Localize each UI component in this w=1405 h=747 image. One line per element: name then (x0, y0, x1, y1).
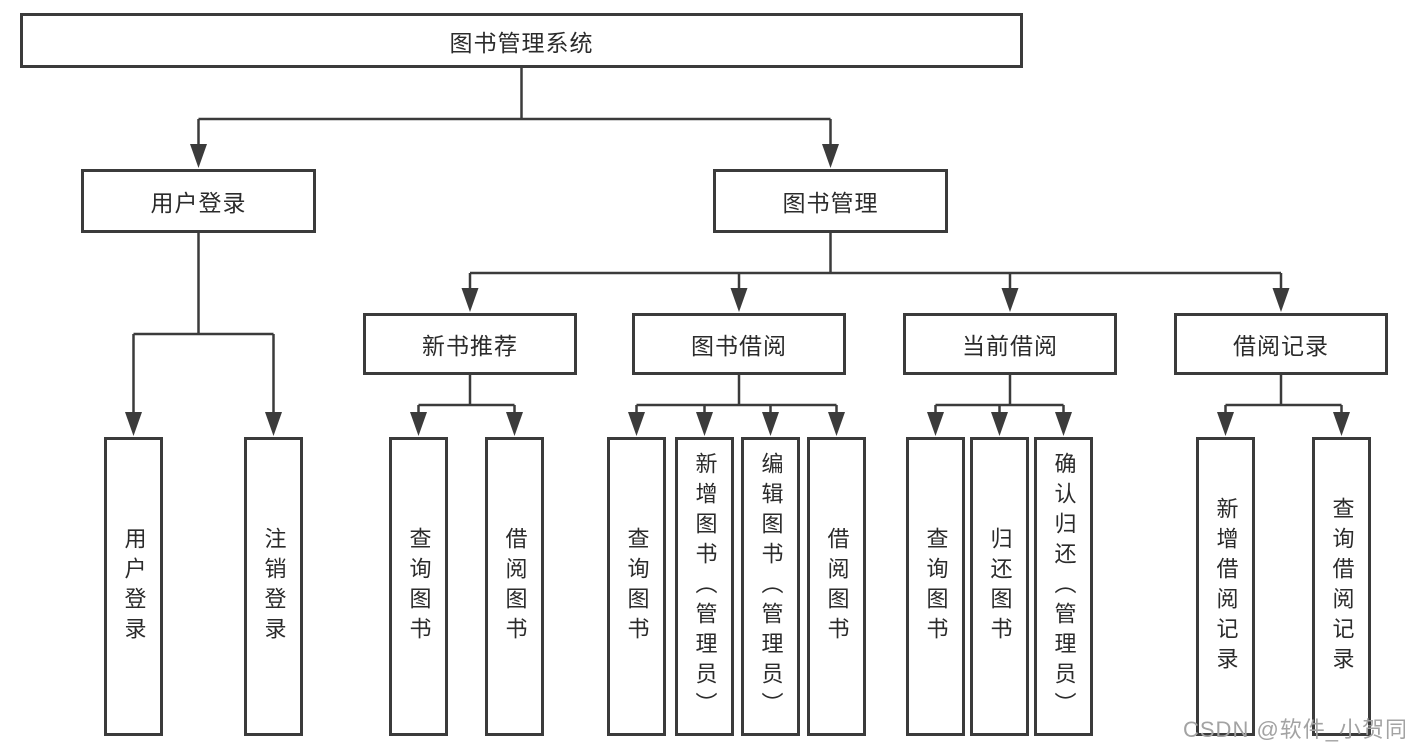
arrowhead-icon (190, 144, 207, 168)
node-borrow-records-label: 借阅记录 (1233, 333, 1329, 359)
arrowhead-icon (506, 412, 523, 436)
leaf-current-query-books-label: 查询图书 (923, 526, 949, 647)
leaf-logout: 注销登录 (244, 437, 303, 736)
leaf-recommend-borrow-books-label: 借阅图书 (502, 526, 528, 647)
leaf-add-borrow-record: 新增借阅记录 (1196, 437, 1255, 736)
node-new-book-recommend: 新书推荐 (363, 313, 577, 375)
leaf-logout-label: 注销登录 (261, 526, 287, 647)
leaf-borrow-query-books: 查询图书 (607, 437, 666, 736)
leaf-borrow-borrow-books: 借阅图书 (807, 437, 866, 736)
arrowhead-icon (410, 412, 427, 436)
arrowhead-icon (822, 144, 839, 168)
leaf-edit-books-admin-label: 编辑图书（管理员） (758, 451, 784, 722)
leaf-edit-books-admin: 编辑图书（管理员） (741, 437, 800, 736)
arrowhead-icon (991, 412, 1008, 436)
leaf-query-borrow-record: 查询借阅记录 (1312, 437, 1371, 736)
leaf-recommend-query-books-label: 查询图书 (406, 526, 432, 647)
arrowhead-icon (1272, 288, 1290, 312)
arrowhead-icon (461, 288, 479, 312)
node-book-management: 图书管理 (713, 169, 948, 233)
arrowhead-icon (1217, 412, 1234, 436)
node-library-system-root: 图书管理系统 (20, 13, 1023, 68)
leaf-borrow-query-books-label: 查询图书 (624, 526, 650, 647)
arrowhead-icon (265, 412, 282, 436)
arrowhead-icon (927, 412, 944, 436)
arrowhead-icon (1001, 288, 1019, 312)
node-book-borrow-label: 图书借阅 (691, 333, 787, 359)
node-book-management-label: 图书管理 (782, 190, 879, 216)
leaf-confirm-return-admin: 确认归还（管理员） (1034, 437, 1093, 736)
leaf-add-books-admin: 新增图书（管理员） (675, 437, 734, 736)
leaf-confirm-return-admin-label: 确认归还（管理员） (1051, 451, 1077, 722)
node-user-login: 用户登录 (81, 169, 316, 233)
node-current-borrow-label: 当前借阅 (962, 333, 1058, 359)
arrowhead-icon (828, 412, 845, 436)
leaf-return-books-label: 归还图书 (987, 526, 1013, 647)
arrowhead-icon (1055, 412, 1072, 436)
node-current-borrow: 当前借阅 (903, 313, 1117, 375)
node-library-system-root-label: 图书管理系统 (449, 29, 594, 56)
arrowhead-icon (1333, 412, 1350, 436)
node-user-login-label: 用户登录 (150, 190, 247, 216)
arrowhead-icon (125, 412, 142, 436)
node-book-borrow: 图书借阅 (632, 313, 846, 375)
arrowhead-icon (730, 288, 748, 312)
leaf-current-query-books: 查询图书 (906, 437, 965, 736)
arrowhead-icon (696, 412, 713, 436)
leaf-recommend-borrow-books: 借阅图书 (485, 437, 544, 736)
arrowhead-icon (762, 412, 779, 436)
leaf-add-books-admin-label: 新增图书（管理员） (692, 451, 718, 722)
leaf-add-borrow-record-label: 新增借阅记录 (1213, 496, 1239, 677)
leaf-query-borrow-record-label: 查询借阅记录 (1329, 496, 1355, 677)
leaf-user-login: 用户登录 (104, 437, 163, 736)
arrowhead-icon (628, 412, 645, 436)
node-borrow-records: 借阅记录 (1174, 313, 1388, 375)
leaf-borrow-borrow-books-label: 借阅图书 (824, 526, 850, 647)
leaf-user-login-label: 用户登录 (121, 526, 147, 647)
leaf-recommend-query-books: 查询图书 (389, 437, 448, 736)
watermark-text: CSDN @软件_小贺同学 (1183, 717, 1405, 742)
leaf-return-books: 归还图书 (970, 437, 1029, 736)
node-new-book-recommend-label: 新书推荐 (422, 333, 518, 359)
